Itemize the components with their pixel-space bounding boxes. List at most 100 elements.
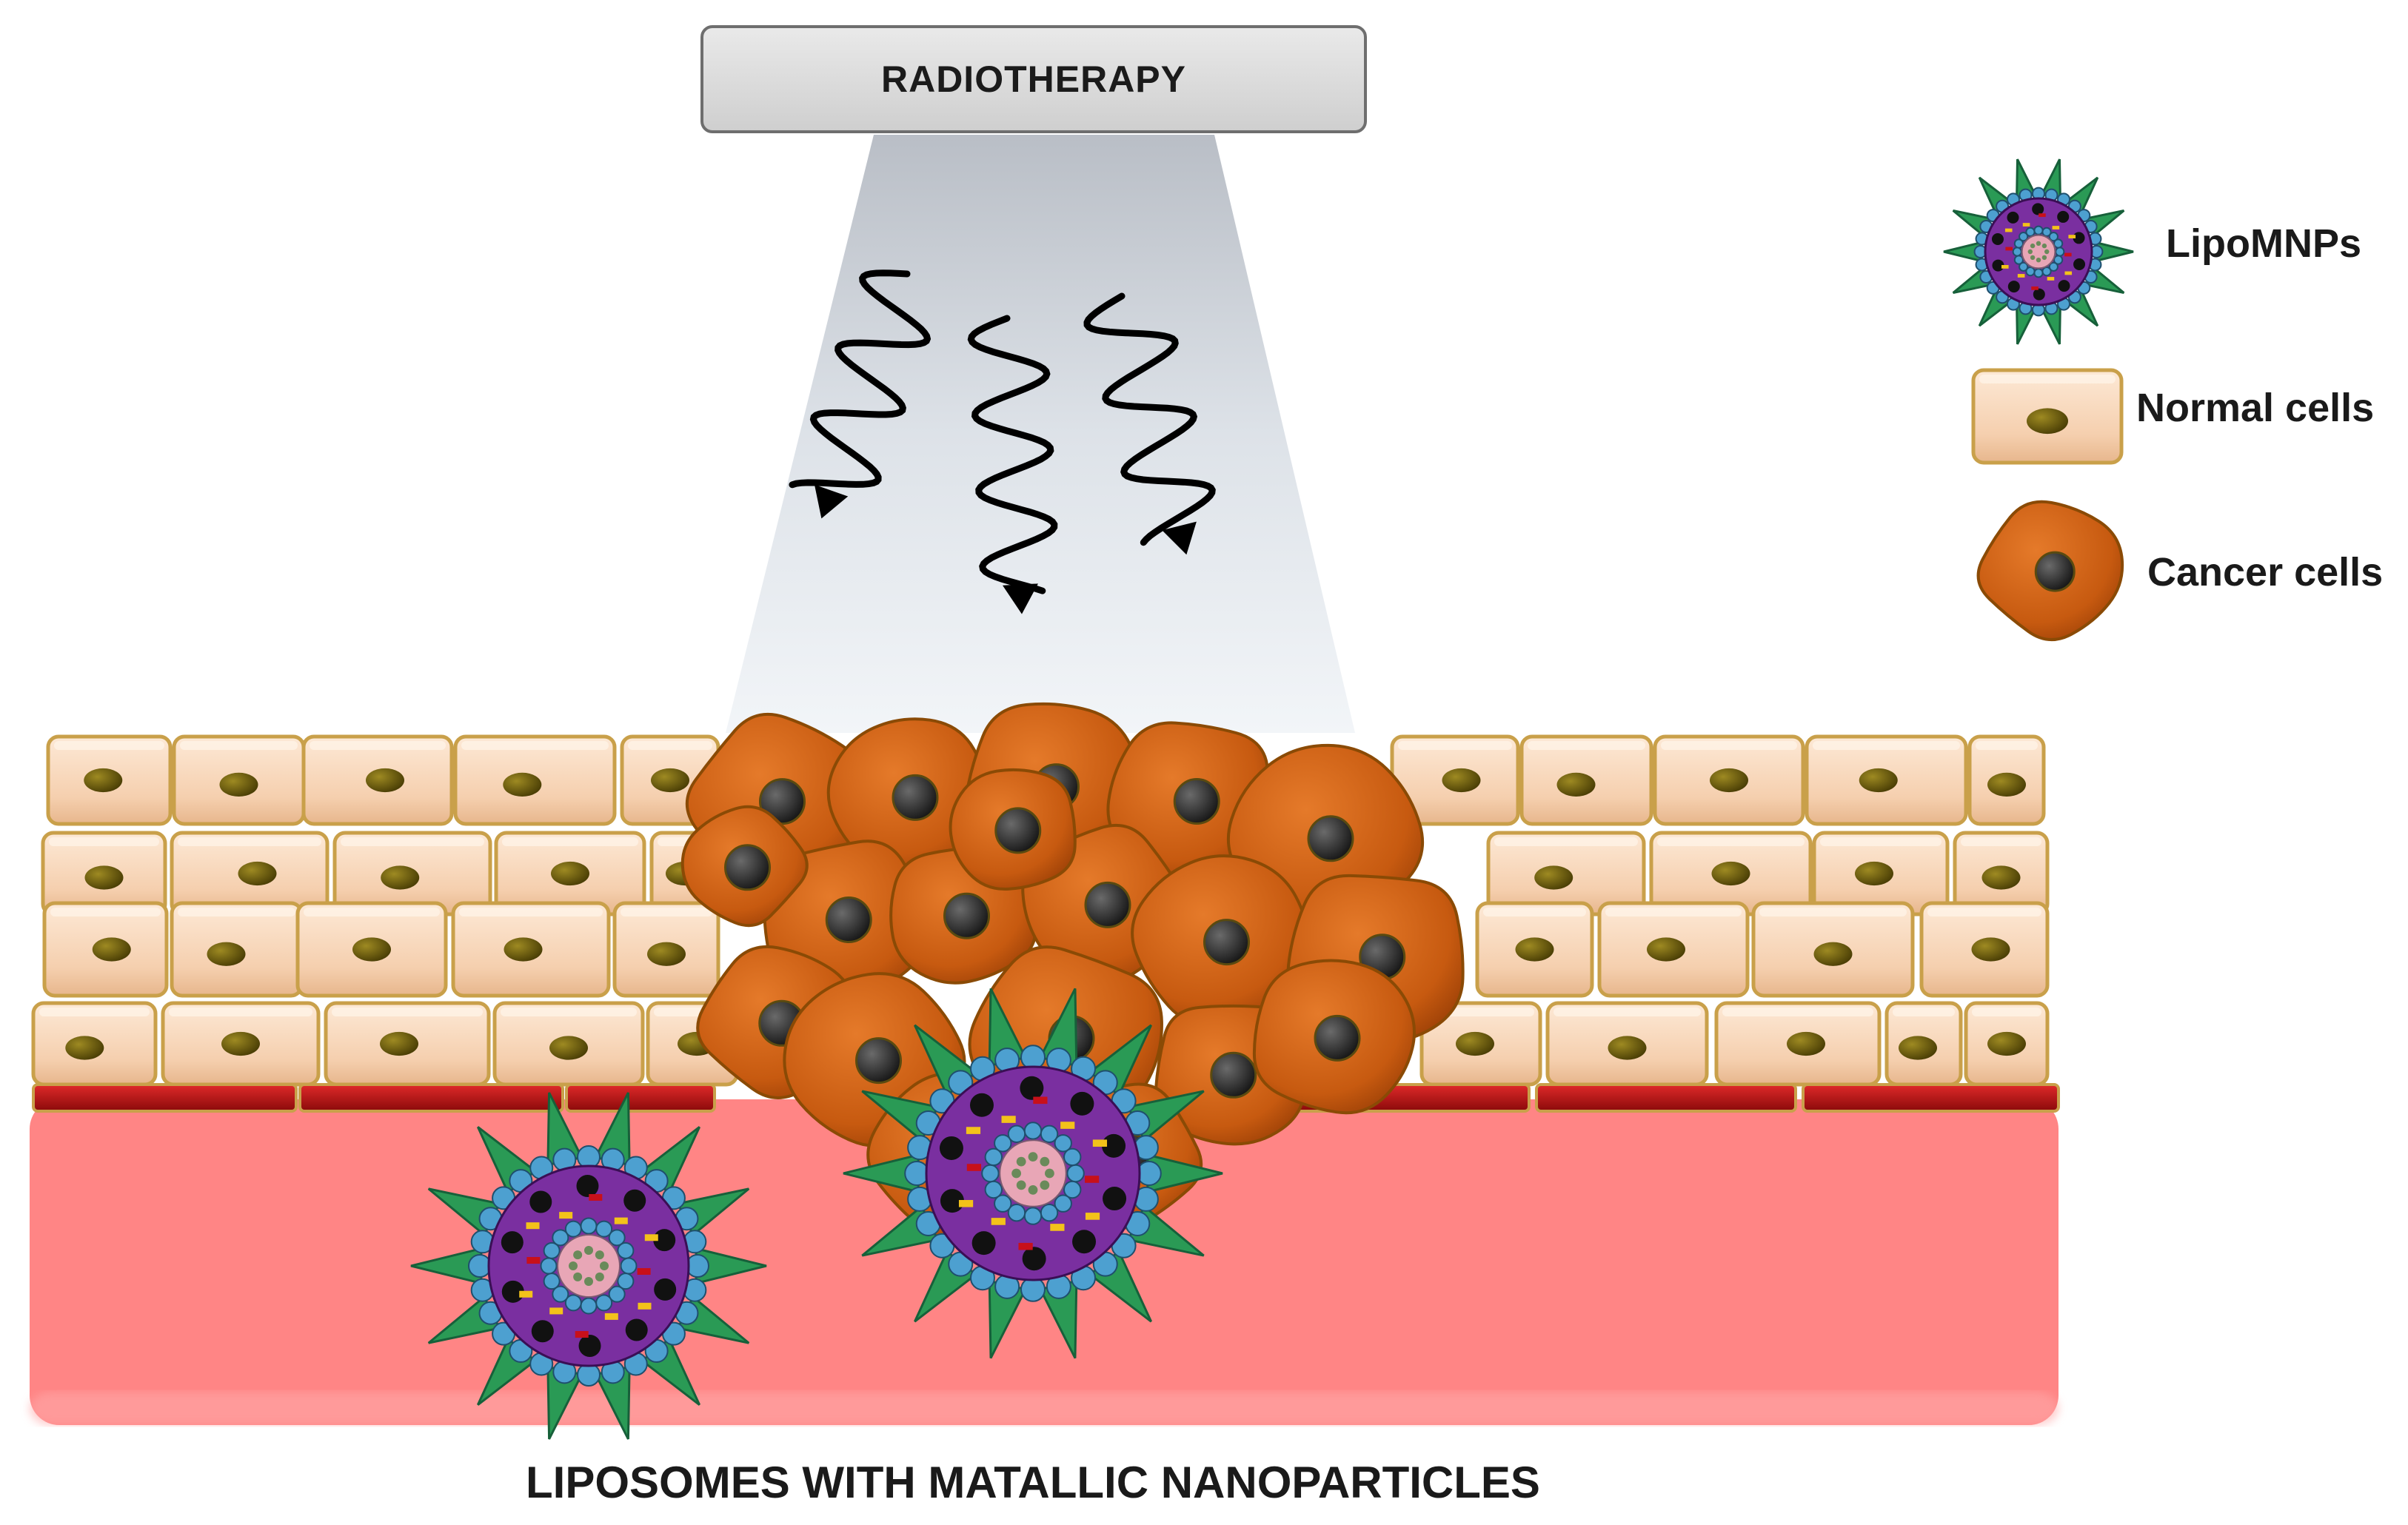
normal-cell xyxy=(451,901,611,998)
cell-nucleus xyxy=(352,937,391,962)
vesicle-bead xyxy=(552,1285,569,1303)
normal-cell xyxy=(170,901,304,998)
vesicle-bead xyxy=(1040,1204,1059,1222)
metallic-nanoparticle xyxy=(653,1229,676,1252)
payload-dot xyxy=(1085,1176,1100,1183)
normal-cell xyxy=(1884,1001,1963,1087)
vesicle-bead xyxy=(984,1180,1003,1199)
radiation-waves xyxy=(789,269,1216,614)
vesicle-particle xyxy=(2041,255,2047,261)
lipomnp-particle xyxy=(843,988,1223,1359)
cell-nucleus xyxy=(65,1036,104,1060)
payload-dot xyxy=(614,1217,628,1224)
vesicle-bead xyxy=(617,1241,635,1259)
normal-cell xyxy=(170,831,330,916)
cell-nucleus xyxy=(366,768,404,793)
metallic-nanoparticle xyxy=(501,1231,524,1254)
payload-dot xyxy=(589,1193,603,1201)
vesicle-bead xyxy=(1023,1207,1043,1225)
cancer-nucleus xyxy=(1307,815,1354,862)
cell-nucleus xyxy=(207,942,246,966)
normal-cell xyxy=(41,831,167,916)
normal-cell xyxy=(295,901,448,998)
metallic-nanoparticle xyxy=(2032,203,2044,215)
vesicle-bead xyxy=(2025,267,2036,277)
vesicle-bead xyxy=(595,1220,613,1238)
radiation-arrowhead xyxy=(1162,521,1197,555)
vesicle-core xyxy=(2021,234,2056,269)
vesicle-bead xyxy=(2041,267,2052,277)
cell-nucleus xyxy=(1456,1031,1494,1056)
payload-dot xyxy=(638,1302,652,1310)
cancer-nucleus xyxy=(724,844,771,891)
payload-dot xyxy=(2017,274,2025,278)
vesicle-bead xyxy=(608,1229,626,1247)
vesicle-bead xyxy=(2013,255,2024,265)
metallic-nanoparticle xyxy=(2007,211,2019,224)
payload-dot xyxy=(519,1290,533,1298)
vesicle-particle xyxy=(1028,1152,1038,1162)
cell-nucleus xyxy=(1556,772,1596,797)
normal-cell xyxy=(1519,734,1653,826)
cell-nucleus xyxy=(1899,1036,1937,1060)
vesicle-particle xyxy=(573,1272,583,1281)
vesicle-bead xyxy=(564,1220,582,1238)
payload-dot xyxy=(1033,1096,1048,1105)
payload-dot xyxy=(644,1234,658,1241)
metallic-nanoparticle xyxy=(623,1189,646,1212)
payload-dot xyxy=(549,1307,563,1315)
normal-cell xyxy=(172,734,306,826)
payload-dot xyxy=(2004,228,2013,232)
cell-nucleus xyxy=(238,861,277,886)
normal-cell xyxy=(1953,831,2050,916)
lipomnp-bead xyxy=(1020,1276,1046,1302)
metallic-nanoparticle xyxy=(2007,281,2020,293)
cell-nucleus xyxy=(549,1036,588,1060)
metallic-nanoparticle xyxy=(2057,210,2070,223)
vesicle-bead xyxy=(2033,268,2044,278)
vesicle-bead xyxy=(595,1294,613,1312)
payload-dot xyxy=(526,1257,541,1264)
vesicle-particle xyxy=(1040,1180,1050,1190)
vesicle-bead xyxy=(2012,247,2022,257)
metallic-nanoparticle xyxy=(654,1278,677,1301)
normal-cell xyxy=(1805,734,1968,826)
vesicle-bead xyxy=(994,1134,1012,1153)
radiation-beam xyxy=(726,135,1355,733)
vesicle-particle xyxy=(1016,1156,1026,1167)
cell-nucleus xyxy=(1971,937,2010,962)
normal-cell xyxy=(324,1001,491,1087)
cell-nucleus xyxy=(92,937,131,962)
vesicle-particle xyxy=(573,1250,583,1260)
cell-nucleus xyxy=(380,1031,418,1056)
vesicle-bead xyxy=(2041,227,2052,237)
payload-dot xyxy=(1018,1242,1033,1250)
vesicle-bead xyxy=(1007,1204,1026,1222)
normal-cell xyxy=(492,1001,645,1087)
cancer-nucleus xyxy=(825,896,872,943)
cancer-nucleus xyxy=(892,774,939,821)
payload-dot xyxy=(2001,264,2009,269)
vesicle-particle xyxy=(1016,1180,1026,1190)
normal-cell xyxy=(1597,901,1750,998)
cell-nucleus xyxy=(1813,942,1853,966)
vesicle-bead xyxy=(1063,1147,1082,1167)
lipomnp-bead xyxy=(1020,1045,1046,1070)
cell-nucleus xyxy=(647,942,686,966)
vesicle-bead xyxy=(580,1217,598,1235)
payload-dot xyxy=(559,1212,573,1219)
payload-dot xyxy=(2031,286,2039,290)
vesicle-bead xyxy=(1054,1194,1072,1213)
vesicle-bead xyxy=(981,1164,1000,1183)
cell-nucleus xyxy=(1855,861,1893,886)
payload-dot xyxy=(1060,1122,1075,1129)
vesicle-bead xyxy=(608,1285,626,1303)
lipomnp-bead xyxy=(904,1161,930,1186)
cancer-nucleus xyxy=(1203,919,1250,966)
metallic-nanoparticle xyxy=(2073,232,2085,244)
vesicle-bead xyxy=(617,1273,635,1290)
normal-cell xyxy=(1714,1001,1882,1087)
cell-nucleus xyxy=(219,772,258,797)
cancer-cell xyxy=(1252,959,1416,1115)
